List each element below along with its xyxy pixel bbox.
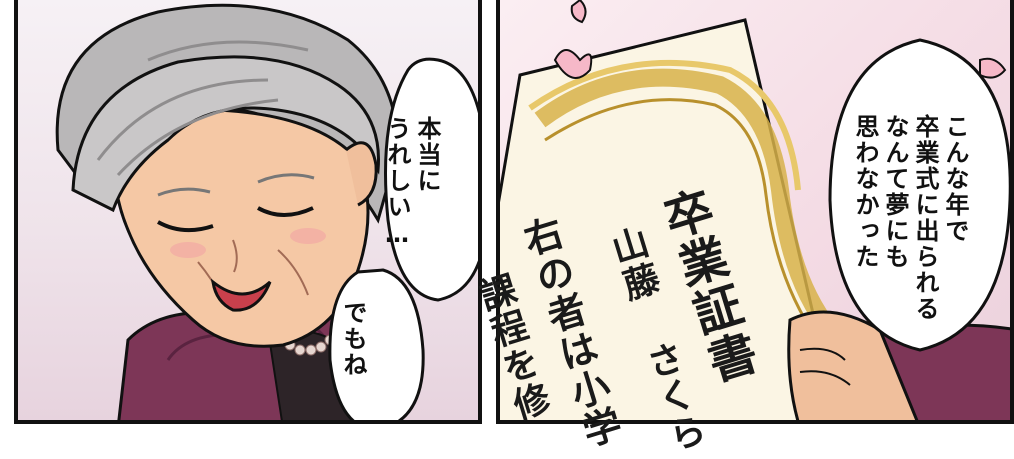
speech-bubble-bottom bbox=[328, 268, 425, 420]
speech-text-top-left: 本当に うれしい… bbox=[383, 116, 441, 250]
right-panel bbox=[496, 0, 1014, 424]
petal-icon bbox=[553, 49, 593, 79]
speech-text-bottom-left: でもね bbox=[339, 300, 367, 378]
petal-icon bbox=[570, 0, 587, 24]
speech-bubbles-left bbox=[328, 57, 478, 420]
speech-text-right: こんな年で 卒業式に出られる なんて夢にも 思わなかった bbox=[851, 114, 969, 322]
speech-bubble-right bbox=[828, 38, 1010, 352]
certificate-illustration bbox=[500, 0, 1010, 420]
speech-bubble-top bbox=[384, 57, 478, 302]
left-panel bbox=[14, 0, 482, 424]
petal-icon bbox=[979, 57, 1007, 79]
